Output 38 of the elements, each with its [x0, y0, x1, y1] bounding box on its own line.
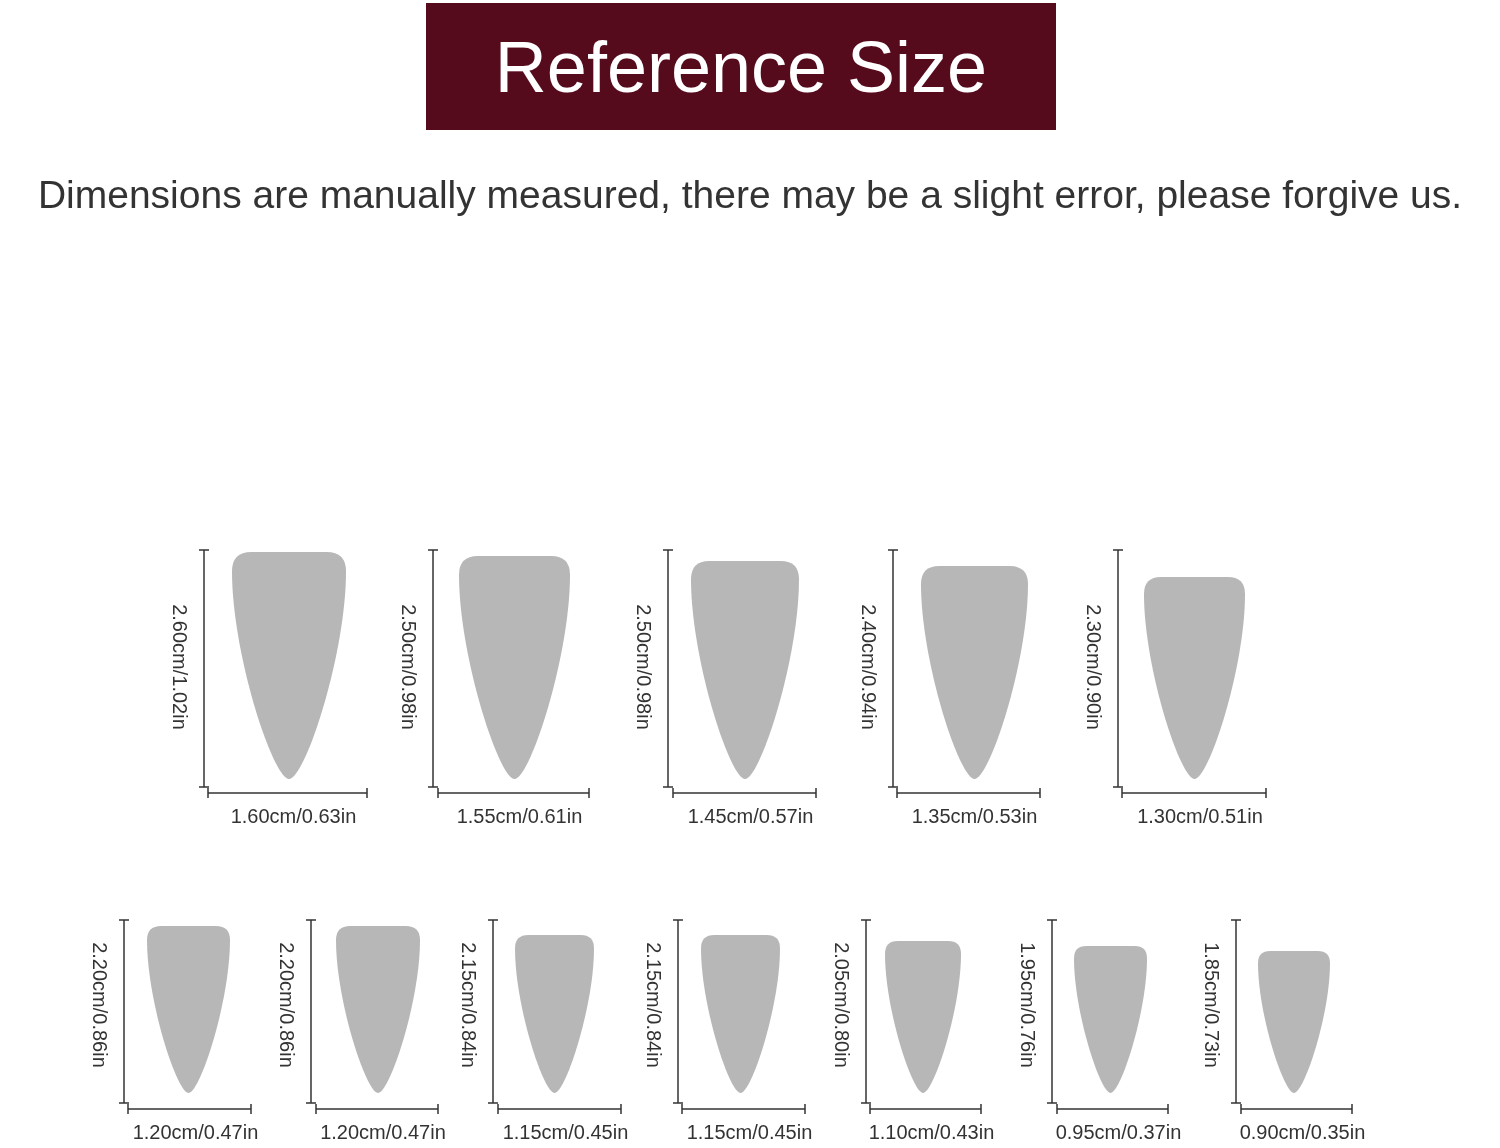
- dimension-text: 1.15cm/0.45in: [501, 1120, 630, 1144]
- dimension-text: 1.55cm/0.61in: [455, 804, 584, 828]
- dimension-text: 1.95cm/0.76in: [1016, 941, 1040, 1070]
- nail-shape: [885, 941, 961, 1093]
- dimension-text: 1.30cm/0.51in: [1136, 804, 1264, 828]
- dimension-text: 2.60cm/1.02in: [168, 603, 192, 732]
- title-banner: Reference Size: [426, 3, 1056, 130]
- dimension-text: 1.20cm/0.47in: [131, 1120, 260, 1144]
- nail-shape: [459, 556, 570, 779]
- nail-shape: [515, 935, 594, 1093]
- dimension-text: 2.20cm/0.86in: [275, 941, 299, 1070]
- dimension-text: 1.60cm/0.63in: [229, 804, 358, 828]
- nail-shape: [921, 566, 1028, 779]
- nail-shape: [232, 552, 346, 779]
- dimension-text: 1.10cm/0.43in: [867, 1120, 996, 1144]
- nail-shape: [1258, 951, 1330, 1093]
- dimension-text: 2.50cm/0.98in: [632, 603, 656, 732]
- nail-shape: [336, 926, 420, 1093]
- dimension-text: 2.30cm/0.90in: [1082, 603, 1106, 732]
- nail-shape: [691, 561, 799, 779]
- nail-shape: [147, 926, 230, 1093]
- note-text: Dimensions are manually measured, there may be a slight error, please forgive us.: [36, 172, 1464, 218]
- dimension-text: 0.95cm/0.37in: [1054, 1120, 1183, 1144]
- dimension-text: 2.15cm/0.84in: [457, 941, 481, 1070]
- dimension-text: 1.45cm/0.57in: [686, 804, 815, 828]
- dimension-text: 2.40cm/0.94in: [857, 603, 881, 732]
- nail-shape: [1074, 946, 1147, 1093]
- dimension-text: 2.05cm/0.80in: [830, 941, 854, 1070]
- dimension-text: 2.15cm/0.84in: [642, 941, 666, 1070]
- dimension-text: 1.85cm/0.73in: [1200, 941, 1224, 1070]
- nail-shape: [701, 935, 780, 1093]
- dimension-text: 1.15cm/0.45in: [685, 1120, 814, 1144]
- nail-shape: [1144, 577, 1245, 779]
- dimension-text: 1.35cm/0.53in: [910, 804, 1039, 828]
- dimension-text: 2.20cm/0.86in: [88, 941, 112, 1070]
- dimension-text: 1.20cm/0.47in: [319, 1120, 447, 1144]
- dimension-text: 0.90cm/0.35in: [1238, 1120, 1367, 1144]
- dimension-text: 2.50cm/0.98in: [397, 603, 421, 732]
